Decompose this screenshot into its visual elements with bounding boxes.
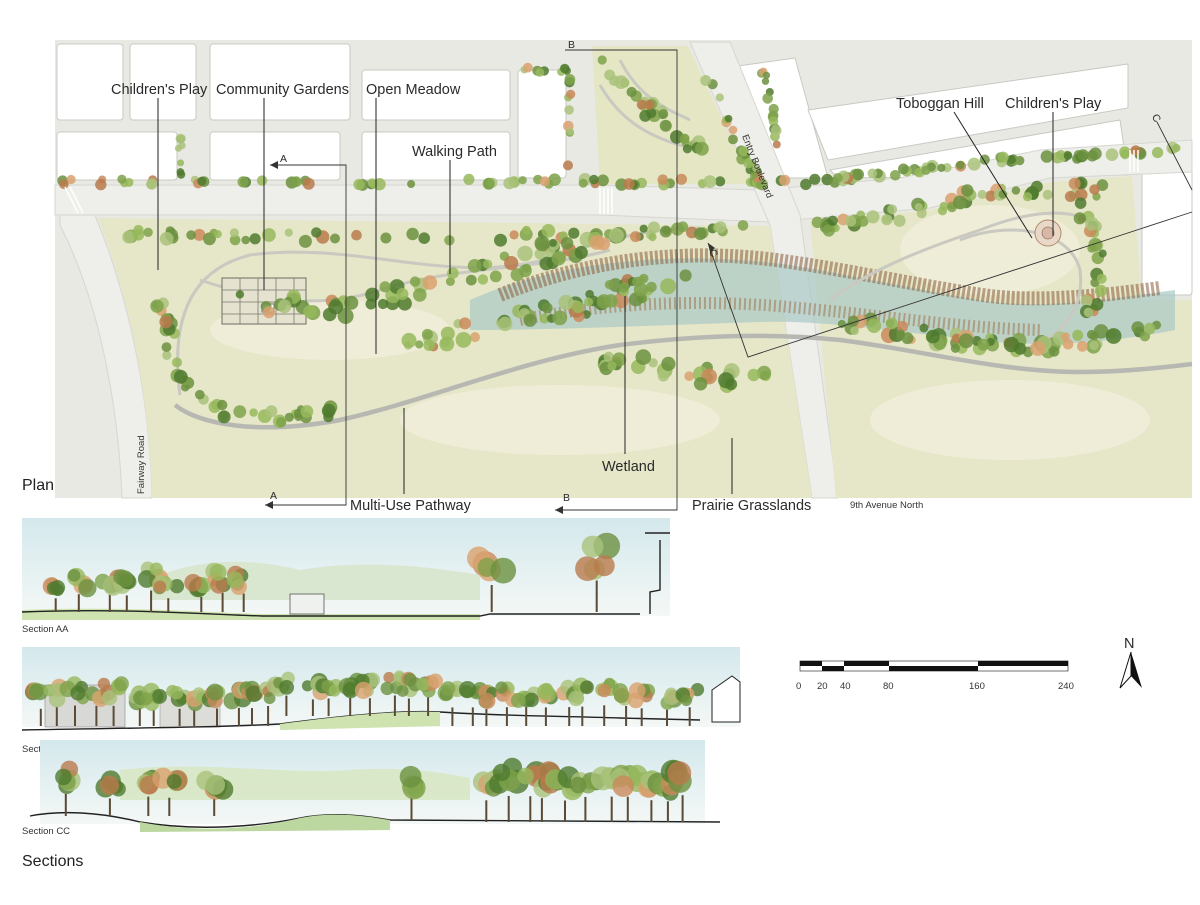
section-aa-label: Section AA — [22, 624, 69, 635]
label-prairie-grasslands: Prairie Grasslands — [692, 498, 811, 514]
section-marker-b-top: B — [568, 39, 575, 51]
plan-title: Plan — [22, 477, 54, 494]
label-multi-use-pathway: Multi-Use Pathway — [350, 498, 472, 514]
section-bb-drawing — [21, 647, 741, 731]
street-fairway-road: Fairway Road — [136, 435, 147, 494]
label-toboggan-hill: Toboggan Hill — [896, 96, 984, 112]
section-marker-b-bottom: B — [563, 492, 570, 504]
scale-tick-40: 40 — [840, 681, 851, 692]
plan-drawing — [54, 40, 1193, 499]
childrens-play-area — [1034, 219, 1062, 247]
scale-tick-0: 0 — [796, 681, 801, 692]
section-cc-drawing — [29, 740, 721, 832]
north-arrow-label: N — [1124, 636, 1134, 652]
sections-title: Sections — [22, 853, 83, 870]
scale-tick-160: 160 — [969, 681, 985, 692]
leader-lines — [157, 98, 1054, 494]
multi-use-pathway-line — [173, 333, 1193, 430]
scale-tick-240: 240 — [1058, 681, 1074, 692]
north-arrow-icon: N — [1119, 636, 1142, 689]
crosswalks — [64, 150, 1139, 214]
street-9th-avenue-north: 9th Avenue North — [850, 500, 923, 511]
scale-tick-20: 20 — [817, 681, 828, 692]
section-cc-label: Section CC — [22, 826, 70, 837]
label-childrens-play-right: Children's Play — [1005, 96, 1102, 112]
label-open-meadow: Open Meadow — [366, 82, 461, 98]
section-cut-lines — [265, 49, 1193, 514]
label-walking-path: Walking Path — [412, 144, 497, 160]
section-aa-drawing — [21, 518, 670, 620]
section-marker-a-bottom: A — [270, 490, 277, 502]
label-childrens-play-left: Children's Play — [111, 82, 208, 98]
label-community-gardens: Community Gardens — [216, 82, 349, 98]
label-wetland: Wetland — [602, 459, 655, 475]
section-marker-a-top: A — [280, 153, 287, 165]
plan-tree-clusters — [57, 55, 1181, 429]
scale-bar: 0 20 40 80 160 240 — [796, 660, 1074, 692]
scale-tick-80: 80 — [883, 681, 894, 692]
